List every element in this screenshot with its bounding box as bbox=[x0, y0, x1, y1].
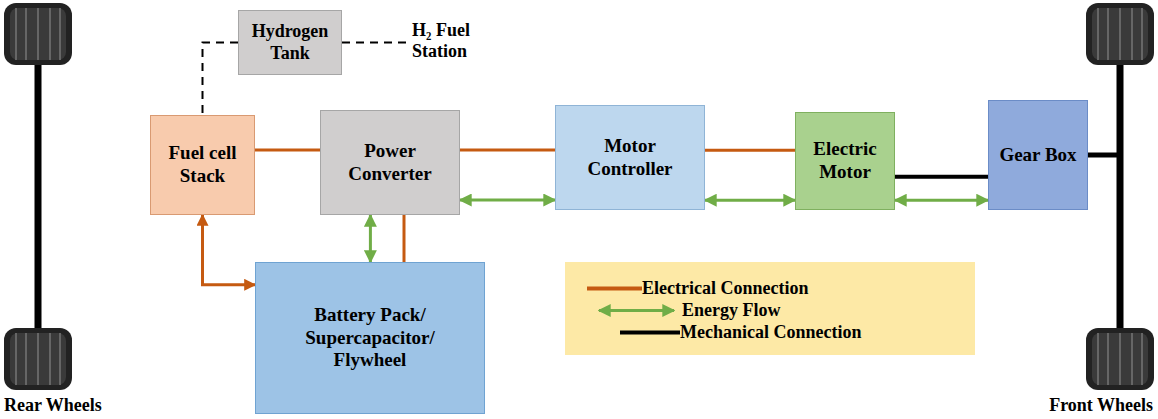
text-group: Battery Pack/ Supercapacitor/ Flywheel bbox=[264, 304, 476, 372]
box-label: Gear Box bbox=[997, 144, 1079, 167]
legend-row: Energy Flow bbox=[597, 300, 781, 321]
axle-label: Front Wheels bbox=[1049, 395, 1153, 416]
tire bbox=[1086, 3, 1154, 65]
electrical-connection bbox=[255, 149, 320, 152]
text-group: Motor Controller bbox=[564, 135, 696, 181]
legend-text: Energy Flow bbox=[682, 300, 781, 321]
station-label: H₂ Fuel Station bbox=[412, 20, 512, 61]
box-label: Hydrogen Tank bbox=[245, 21, 335, 64]
legend-row: Mechanical Connection bbox=[620, 322, 862, 343]
axle-label: Rear Wheels bbox=[4, 395, 102, 416]
text-group: Fuel cell Stack bbox=[159, 142, 246, 188]
energy-flow-arrow bbox=[460, 199, 555, 202]
mechanical-connection bbox=[895, 175, 988, 179]
energy-flow-arrow bbox=[369, 215, 372, 262]
box-label: Electric Motor bbox=[804, 138, 886, 184]
electrical-sample bbox=[587, 287, 642, 291]
box-label: Battery Pack/ Supercapacitor/ Flywheel bbox=[290, 304, 450, 372]
rear-axle bbox=[35, 62, 42, 334]
tire bbox=[4, 328, 72, 390]
text-group: Gear Box bbox=[997, 144, 1079, 167]
storage-box: Battery Pack/ Supercapacitor/ Flywheel bbox=[255, 262, 485, 414]
hydrogen-supply-line bbox=[342, 42, 406, 44]
process-box: Motor Controller bbox=[555, 105, 705, 210]
electrical-connection bbox=[705, 149, 795, 152]
process-box: Gear Box bbox=[988, 100, 1088, 210]
tire bbox=[4, 3, 72, 65]
text-group: Hydrogen Tank bbox=[245, 21, 335, 64]
drive-shaft bbox=[1086, 153, 1118, 158]
energy-flow-arrow bbox=[705, 199, 795, 202]
legend-panel: Electrical ConnectionEnergy FlowMechanic… bbox=[565, 262, 975, 355]
electrical-connection bbox=[203, 215, 256, 285]
process-box: Power Converter bbox=[320, 110, 460, 215]
legend-sample bbox=[620, 322, 680, 343]
legend-row: Electrical Connection bbox=[587, 278, 808, 299]
box-label: Power Converter bbox=[329, 140, 451, 186]
mechanical-sample bbox=[620, 331, 680, 335]
energy-flow-sample bbox=[599, 309, 674, 312]
legend-text: Electrical Connection bbox=[642, 278, 808, 299]
energy-flow-arrow bbox=[895, 199, 988, 202]
legend-text: Mechanical Connection bbox=[680, 322, 862, 343]
box-label: Motor Controller bbox=[564, 135, 696, 181]
storage-box: Hydrogen Tank bbox=[238, 10, 342, 75]
electrical-connection bbox=[460, 149, 555, 152]
front-axle bbox=[1117, 62, 1124, 334]
text-group: Electric Motor bbox=[804, 138, 886, 184]
text-group: Power Converter bbox=[329, 140, 451, 186]
tire bbox=[1086, 328, 1154, 390]
legend-sample bbox=[587, 278, 642, 299]
box-label: Fuel cell Stack bbox=[159, 142, 246, 188]
legend-sample bbox=[597, 300, 682, 321]
process-box: Electric Motor bbox=[795, 112, 895, 210]
electrical-connection bbox=[403, 215, 406, 262]
process-box: Fuel cell Stack bbox=[150, 115, 255, 215]
hydrogen-line bbox=[203, 43, 239, 116]
